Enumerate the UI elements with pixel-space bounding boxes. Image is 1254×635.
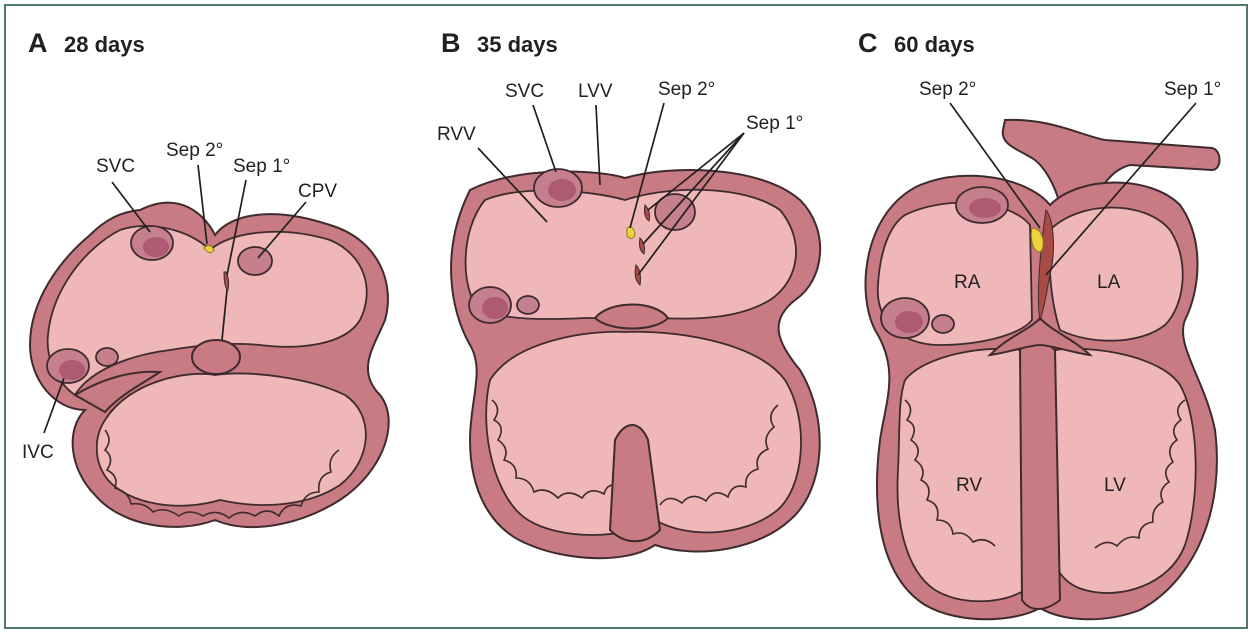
panel-b: B 35 days RVV SVC LVV Sep 2 (437, 28, 820, 558)
panel-a-svc-label: SVC (96, 156, 135, 177)
panel-a-days: 28 days (64, 32, 145, 57)
panel-c-ra-label: RA (954, 272, 981, 293)
panel-a-ventricle-cavity (97, 374, 366, 506)
panel-b-svc-lumen (548, 179, 576, 201)
panel-b-sep2-label: Sep 2° (658, 79, 715, 100)
panel-a-sep1-label: Sep 1° (233, 156, 290, 177)
panel-c-la-label: LA (1097, 272, 1121, 293)
panel-a-ivc-lumen (59, 360, 85, 380)
panel-a-cpv-label: CPV (298, 181, 337, 202)
panel-a-ivc-label: IVC (22, 442, 54, 463)
panel-c-ivc-lumen (895, 311, 923, 333)
panel-b-lvv-label: LVV (578, 81, 613, 102)
panel-a-letter: A (28, 28, 48, 58)
panel-b-atrial-cavity (466, 190, 796, 319)
panel-c-letter: C (858, 28, 878, 58)
panel-c-rv-label: RV (956, 475, 982, 496)
panel-c: C 60 days Sep 2° Sep 1° RA (858, 28, 1221, 619)
panel-c-days: 60 days (894, 32, 975, 57)
panel-c-lv-cavity (1050, 349, 1196, 593)
panel-b-svc-leader (533, 105, 556, 172)
panel-c-sep1-label: Sep 1° (1164, 79, 1221, 100)
panel-a-av-canal (192, 340, 240, 374)
panel-b-ivc-lumen (482, 297, 508, 319)
panel-b-small-vessel (517, 296, 539, 314)
panel-c-lv-label: LV (1104, 475, 1126, 496)
panel-b-sep1-label: Sep 1° (746, 113, 803, 134)
panel-c-sep2-label: Sep 2° (919, 79, 976, 100)
panel-a-small-vessel (96, 348, 118, 366)
panel-a-cpv-opening (238, 247, 272, 275)
panel-c-svc-lumen (969, 198, 1001, 218)
panel-b-days: 35 days (477, 32, 558, 57)
panel-b-svc-label: SVC (505, 81, 544, 102)
panel-c-ventricular-septum (1020, 343, 1060, 610)
panel-a-svc-lumen (143, 237, 169, 257)
panel-c-small-vessel (932, 315, 954, 333)
panel-a-sep2-label: Sep 2° (166, 140, 223, 161)
panel-b-rvv-label: RVV (437, 124, 476, 145)
panel-a: A 28 days SVC Sep 2° Sep 1 (22, 28, 389, 527)
panel-b-letter: B (441, 28, 461, 58)
